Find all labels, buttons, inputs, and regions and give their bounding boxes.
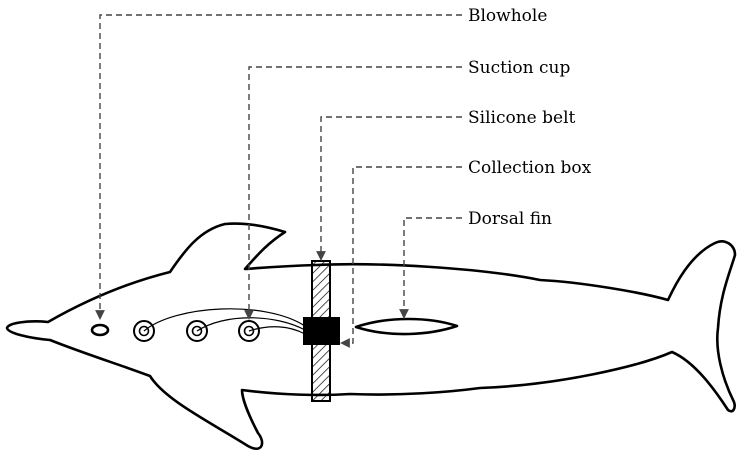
silicone-belt-leader [316,116,462,261]
suction-cup-label: Suction cup [468,58,570,78]
suction-cup-wire-1 [143,308,306,332]
collection-box-shape [303,317,340,345]
blowhole-label: Blowhole [468,6,547,26]
collection-box-leader [340,166,462,348]
silicone-belt-label: Silicone belt [468,108,576,128]
dorsal-fin-shape [354,317,459,336]
suction-cup-3 [238,320,260,342]
dorsal-fin-label: Dorsal fin [468,209,552,229]
suction-cup-2 [186,320,208,342]
dolphin-body-outline [5,222,737,451]
blowhole-shape [90,323,110,337]
dorsal-fin-leader [399,217,462,319]
suction-cup-1 [133,320,155,342]
suction-cup-leader [244,66,462,320]
blowhole-leader [95,14,462,320]
suction-cup-wire-2 [196,317,306,332]
suction-cup-wire-3 [248,326,306,335]
collection-box-label: Collection box [468,158,592,178]
